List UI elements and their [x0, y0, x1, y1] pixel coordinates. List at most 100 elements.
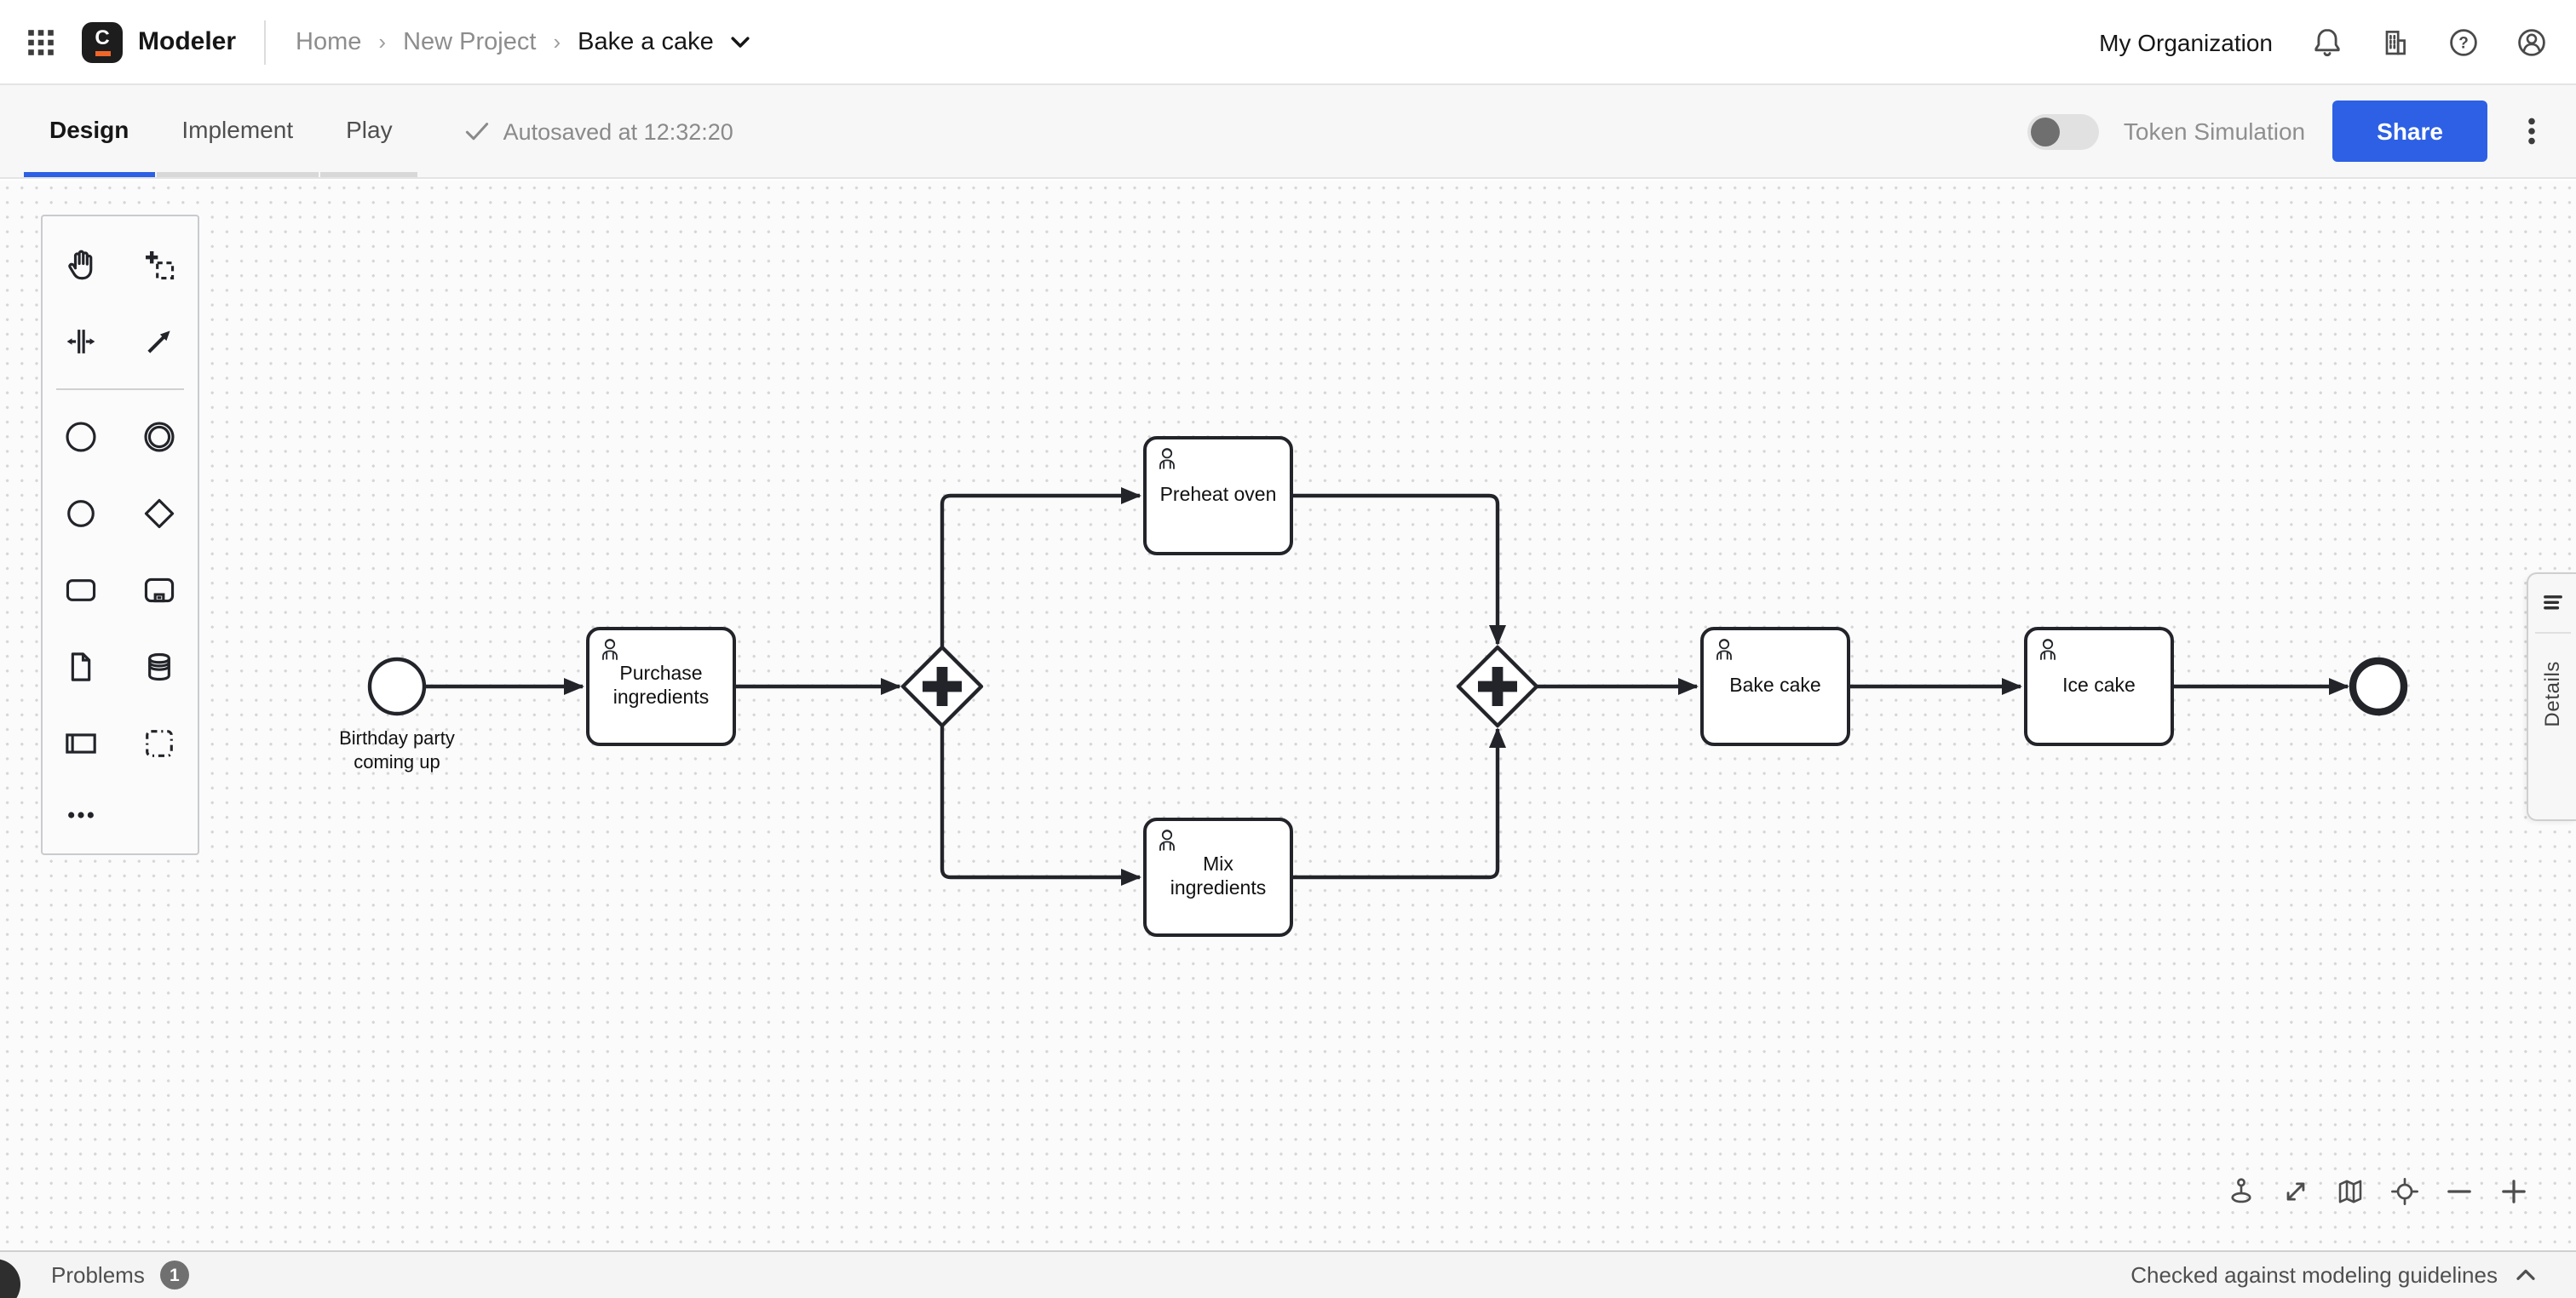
task-mix-ingredients[interactable]: Mix ingredients [1143, 818, 1293, 937]
chat-widget-button[interactable] [0, 1259, 20, 1298]
flow-split-to-preheat[interactable] [940, 487, 1141, 647]
apps-grid-icon[interactable] [24, 25, 58, 59]
mode-toolbar: Design Implement Play Autosaved at 12:32… [0, 85, 2576, 179]
create-data-object[interactable] [43, 629, 120, 705]
participant-icon [66, 733, 97, 754]
palette-more-options[interactable] [43, 782, 120, 847]
flow-split-to-mix[interactable] [940, 726, 1141, 886]
pan-origin-icon[interactable] [2225, 1175, 2257, 1208]
top-header: C Modeler Home › New Project › Bake a ca… [0, 0, 2576, 85]
svg-text:?: ? [2458, 33, 2469, 51]
user-task-icon [1716, 639, 1732, 660]
logo-orange-bar [95, 50, 110, 56]
organization-switcher[interactable]: My Organization [2099, 28, 2273, 55]
task-label: Preheat oven [1159, 485, 1277, 506]
tab-implement[interactable]: Implement [156, 85, 319, 177]
data-store-icon [147, 652, 170, 681]
details-tab-label: Details [2540, 661, 2564, 727]
camunda-logo[interactable]: C [82, 21, 123, 62]
autosave-status: Autosaved at 12:32:20 [464, 85, 733, 177]
create-start-event[interactable] [43, 399, 120, 475]
task-bake-cake[interactable]: Bake cake [1700, 627, 1850, 746]
plus-marker [923, 667, 962, 706]
task-label: Purchase ingredients [612, 663, 710, 709]
problems-label: Problems [51, 1262, 145, 1288]
tab-play[interactable]: Play [320, 85, 418, 177]
plus-marker [1478, 667, 1517, 706]
intermediate-event-icon [143, 422, 175, 452]
checkmark-icon [466, 123, 489, 141]
hand-tool-icon [68, 250, 93, 280]
flow-preheat-to-join[interactable] [1293, 493, 1506, 646]
task-label: Bake cake [1729, 675, 1821, 697]
diagram-canvas[interactable]: Purchase ingredients Preheat oven [0, 181, 2576, 1250]
lasso-tool[interactable] [120, 227, 198, 303]
subprocess-icon [144, 577, 174, 603]
connect-tool-icon [147, 330, 170, 353]
start-event[interactable] [367, 657, 427, 716]
breadcrumb-separator: › [378, 29, 387, 55]
breadcrumb-home[interactable]: Home [296, 28, 362, 55]
end-event[interactable] [2349, 657, 2408, 716]
create-data-store[interactable] [120, 629, 198, 705]
bell-icon[interactable] [2310, 25, 2344, 59]
tab-design[interactable]: Design [24, 85, 155, 177]
fit-viewport-icon[interactable] [2280, 1175, 2312, 1208]
token-simulation-toggle[interactable] [2027, 113, 2100, 149]
create-task[interactable] [43, 552, 120, 629]
account-icon[interactable] [2515, 25, 2549, 59]
create-intermediate-event[interactable] [120, 399, 198, 475]
chevron-down-icon[interactable] [731, 35, 750, 49]
parallel-gateway-split[interactable] [900, 645, 984, 728]
user-task-icon [1159, 830, 1175, 851]
data-object-icon [72, 652, 91, 681]
header-divider [263, 20, 266, 64]
create-end-event[interactable] [43, 475, 120, 552]
palette-separator [56, 388, 184, 390]
help-icon[interactable]: ? [2447, 25, 2481, 59]
canvas-controls [2225, 1175, 2530, 1208]
space-tool[interactable] [43, 303, 120, 380]
flow-mix-to-join[interactable] [1293, 727, 1506, 880]
chevron-up-icon[interactable] [2513, 1262, 2539, 1288]
breadcrumb-current-file[interactable]: Bake a cake [578, 28, 714, 55]
zoom-out-icon[interactable] [2443, 1175, 2475, 1208]
bpmn-flow-layer [367, 487, 2408, 886]
overflow-menu-icon[interactable] [2515, 114, 2549, 148]
task-preheat-oven[interactable]: Preheat oven [1143, 436, 1293, 555]
status-bar: Problems 1 Checked against modeling guid… [0, 1250, 2576, 1298]
minimap-icon[interactable] [2334, 1175, 2366, 1208]
task-label: Mix ingredients [1170, 854, 1267, 899]
group-icon [145, 730, 173, 757]
details-panel-tab[interactable]: Details [2527, 572, 2576, 821]
guidelines-status-text: Checked against modeling guidelines [2130, 1262, 2498, 1288]
parallel-gateway-join[interactable] [1456, 645, 1539, 728]
create-gateway[interactable] [120, 475, 198, 552]
task-label: Ice cake [2062, 675, 2136, 697]
properties-panel-icon [2543, 595, 2562, 610]
breadcrumb-project[interactable]: New Project [403, 28, 537, 55]
problems-count-badge: 1 [159, 1261, 189, 1289]
organization-icon[interactable] [2378, 25, 2412, 59]
app-name: Modeler [138, 27, 237, 56]
space-tool-icon [67, 330, 95, 353]
user-task-icon [602, 639, 618, 660]
logo-letter: C [95, 26, 110, 49]
hand-tool[interactable] [43, 227, 120, 303]
element-palette [41, 215, 199, 855]
task-ice-cake[interactable]: Ice cake [2024, 627, 2174, 746]
reset-origin-icon[interactable] [2389, 1175, 2421, 1208]
user-task-icon [2040, 639, 2056, 660]
create-participant[interactable] [43, 705, 120, 782]
create-subprocess[interactable] [120, 552, 198, 629]
create-group[interactable] [120, 705, 198, 782]
problems-toggle[interactable]: Problems 1 [51, 1261, 189, 1289]
guidelines-status[interactable]: Checked against modeling guidelines [2130, 1262, 2539, 1288]
task-icon [66, 579, 96, 601]
global-connect-tool[interactable] [120, 303, 198, 380]
zoom-in-icon[interactable] [2498, 1175, 2530, 1208]
task-purchase-ingredients[interactable]: Purchase ingredients [586, 627, 736, 746]
toggle-knob [2031, 117, 2061, 146]
start-event-label: Birthday party coming up [339, 729, 455, 774]
share-button[interactable]: Share [2332, 101, 2487, 162]
